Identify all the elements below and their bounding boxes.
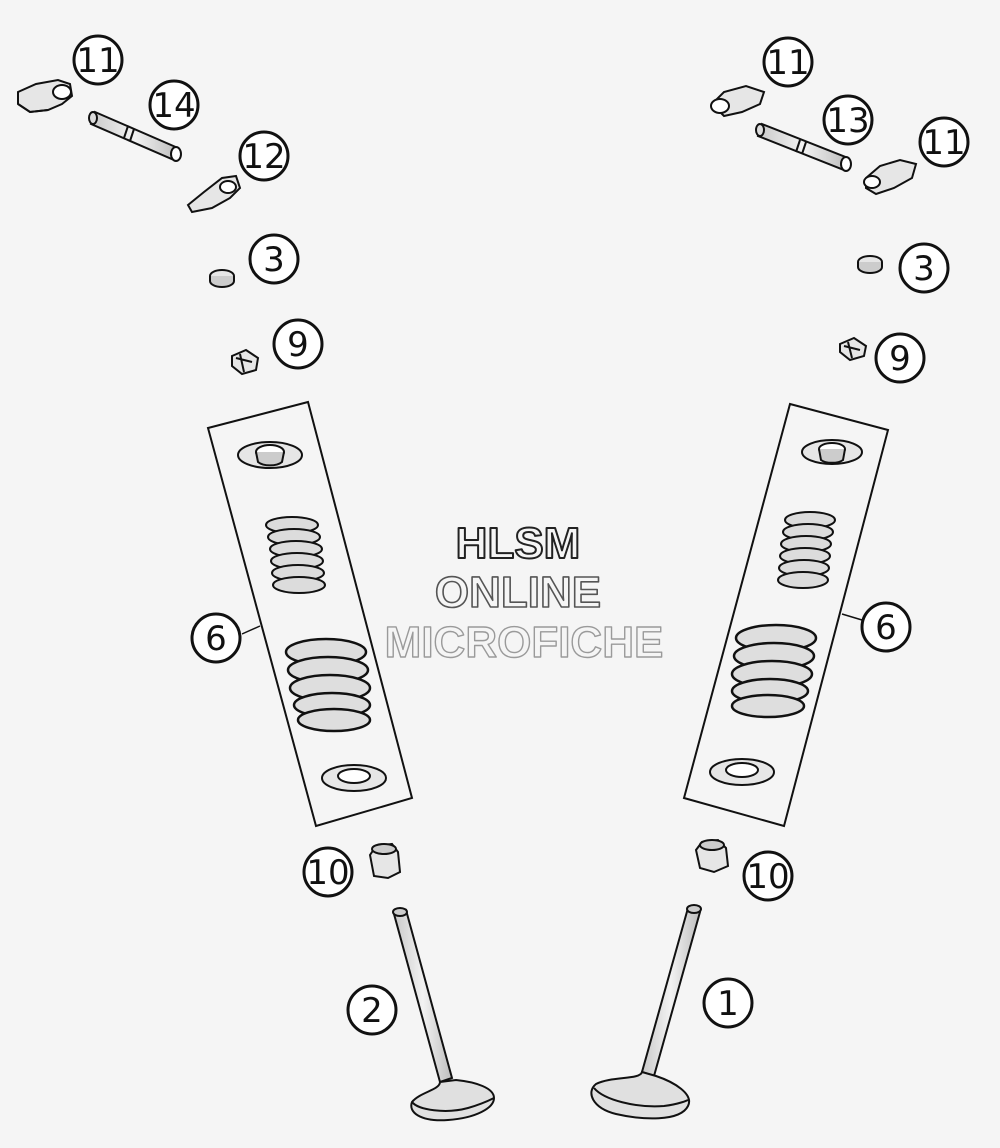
callout-number: 6: [875, 608, 897, 648]
callout-circle: [918, 116, 970, 168]
callout-circle: [248, 233, 300, 285]
callout-left-rocker-arm-12: 12: [238, 130, 290, 182]
callout-left-shim-3: 3: [248, 233, 300, 285]
rocker-arm-right-11b: [863, 158, 918, 196]
callout-left-spring-kit-6: 6: [190, 612, 242, 664]
watermark-line-3: MICROFICHE: [385, 618, 664, 667]
callout-number: 10: [306, 853, 349, 893]
watermark-line-2: ONLINE: [435, 568, 601, 617]
callout-circle: [190, 612, 242, 664]
callout-right-keepers-9: 9: [874, 332, 926, 384]
callout-number: 12: [242, 137, 285, 177]
callout-left-keepers-9: 9: [272, 318, 324, 370]
callout-number: 3: [913, 249, 935, 289]
callout-right-shim-3: 3: [898, 242, 950, 294]
callouts: 11 14 12 3 9 6 10 2 11 13 11 3 9 6 10 1: [72, 34, 970, 1036]
callout-number: 11: [76, 41, 119, 81]
rocker-arm-right-11a: [710, 84, 766, 118]
callout-number: 1: [717, 984, 739, 1024]
callout-circle: [702, 977, 754, 1029]
valve-seal-left-10: [368, 842, 402, 880]
spring-kit-left-6: [206, 400, 414, 828]
shim-right-3: [857, 255, 883, 274]
callout-left-rocker-shaft-14: 14: [148, 79, 200, 131]
callout-number: 11: [922, 123, 965, 163]
callout-circle: [72, 34, 124, 86]
callout-number: 9: [889, 339, 911, 379]
callout-number: 13: [826, 101, 869, 141]
callout-circle: [148, 79, 200, 131]
callout-circle: [302, 846, 354, 898]
exhaust-valve-2: [392, 907, 496, 1122]
callout-circle: [272, 318, 324, 370]
keepers-left-9: [231, 348, 260, 376]
callout-number: 6: [205, 619, 227, 659]
callout-number: 2: [361, 991, 383, 1031]
callout-circle: [762, 36, 814, 88]
rocker-shaft-13: [755, 122, 852, 172]
keepers-right-9: [839, 336, 868, 362]
callout-right-rocker-arm-11b: 11: [918, 116, 970, 168]
callout-circle: [238, 130, 290, 182]
intake-valve-1: [590, 904, 702, 1120]
shim-left-3: [209, 269, 235, 288]
callout-circle: [742, 850, 794, 902]
valve-seal-right-10: [694, 838, 730, 874]
callout-circle: [346, 984, 398, 1036]
callout-number: 11: [766, 43, 809, 83]
callout-number: 3: [263, 240, 285, 280]
callout-exhaust-valve-2: 2: [346, 984, 398, 1036]
callout-intake-valve-1: 1: [702, 977, 754, 1029]
callout-right-rocker-arm-11a: 11: [762, 36, 814, 88]
callout-circle: [898, 242, 950, 294]
watermark: HLSM ONLINE MICROFICHE: [384, 518, 664, 668]
callout-number: 14: [152, 86, 195, 126]
watermark-line-1: HLSM: [456, 519, 581, 568]
callout-number: 9: [287, 325, 309, 365]
rocker-arm-12: [186, 174, 242, 214]
rocker-shaft-14: [88, 110, 182, 162]
callout-right-valve-seal-10: 10: [742, 850, 794, 902]
rocker-arm-left-11: [17, 78, 74, 114]
callout-right-spring-kit-6: 6: [860, 601, 912, 653]
callout-circle: [822, 94, 874, 146]
callout-circle: [874, 332, 926, 384]
spring-kit-right-6: [682, 402, 890, 828]
callout-number: 10: [746, 857, 789, 897]
callout-left-rocker-arm-11: 11: [72, 34, 124, 86]
callout-circle: [860, 601, 912, 653]
callout-left-valve-seal-10: 10: [302, 846, 354, 898]
callout-right-rocker-shaft-13: 13: [822, 94, 874, 146]
leader-lines: [241, 613, 863, 635]
